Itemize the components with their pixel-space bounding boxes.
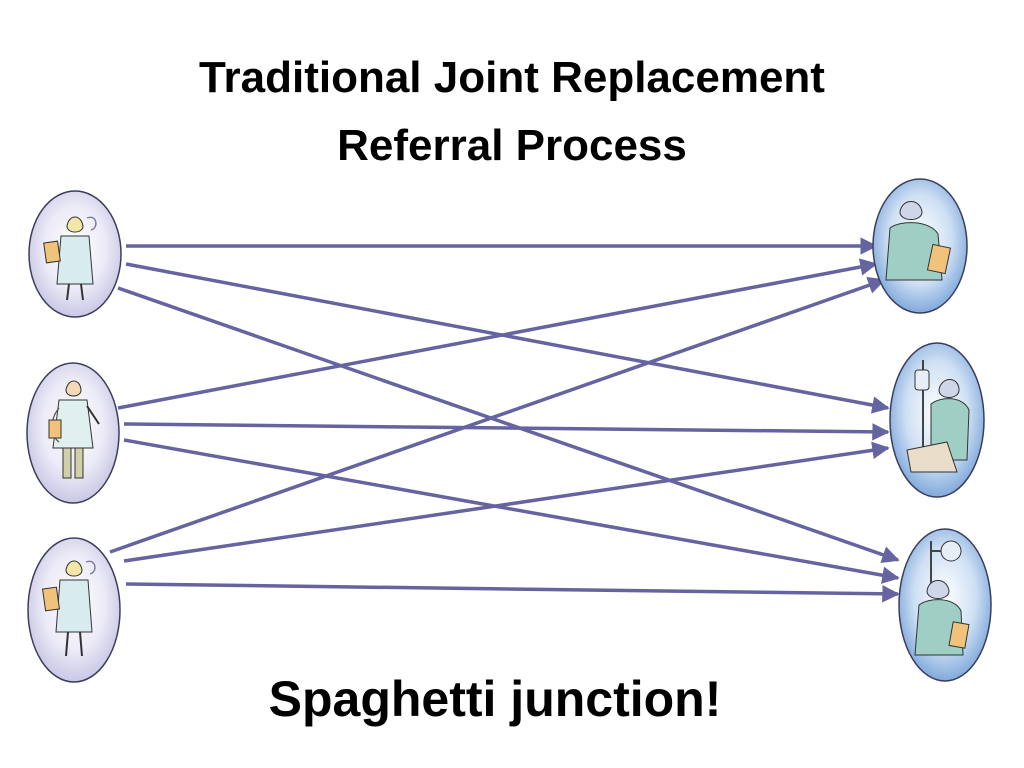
referrer-node-3 [27, 537, 121, 683]
doctor-with-clipboard-icon [43, 216, 97, 301]
doctor-with-clipboard-icon [41, 560, 96, 657]
slide-title-line-1: Traditional Joint Replacement [199, 53, 825, 102]
slide-title-line-2: Referral Process [337, 121, 687, 170]
referral-arrow-3-to-2 [123, 441, 890, 563]
doctor-with-stethoscope-icon [48, 380, 100, 479]
referrer-node-1 [28, 190, 122, 318]
referral-arrow-1-to-3 [117, 286, 900, 564]
referral-arrow-2-to-3 [123, 438, 900, 584]
referral-arrow-1-to-2 [125, 262, 890, 414]
surgeon-node-2 [889, 342, 985, 498]
referral-arrows [109, 237, 900, 603]
referrer-node-2 [26, 362, 120, 504]
referral-arrow-2-to-2 [123, 422, 890, 441]
slide-caption: Spaghetti junction! [268, 671, 722, 727]
surgeon-with-operating-lamp-icon [914, 540, 970, 656]
surgeon-with-clipboard-icon [885, 201, 952, 281]
referral-arrow-2-to-1 [117, 258, 878, 410]
referral-arrow-3-to-3 [125, 582, 900, 603]
surgeon-node-1 [872, 178, 968, 314]
surgeon-with-iv-drip-icon [906, 360, 970, 473]
referral-arrow-3-to-1 [109, 276, 886, 554]
surgeon-node-3 [898, 528, 992, 682]
